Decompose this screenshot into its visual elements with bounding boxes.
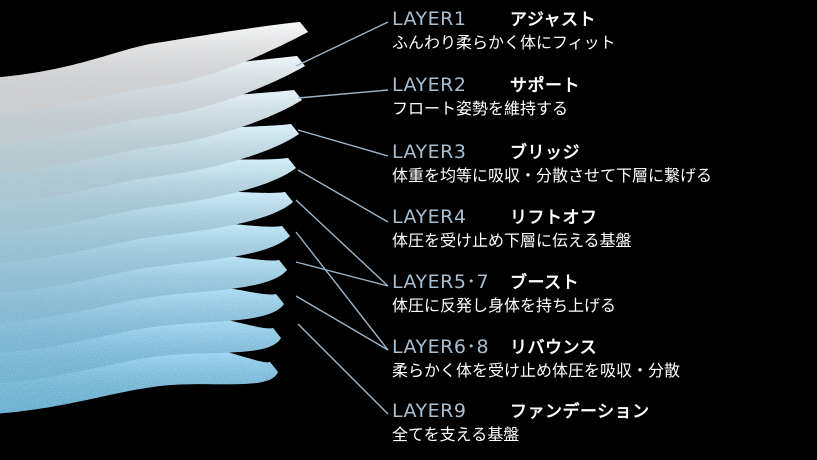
layer-3-description: 体重を均等に吸収・分散させて下層に繋げる <box>392 166 713 185</box>
layer-3-name: LAYER3 <box>392 141 467 163</box>
leader-line <box>297 129 389 157</box>
layer-3-label: LAYER3 ブリッジ 体重を均等に吸収・分散させて下層に繋げる <box>392 141 712 187</box>
leader-line <box>297 169 389 223</box>
layer-4-name: LAYER4 <box>392 206 467 228</box>
layer-2-role: サポート <box>510 76 580 96</box>
layer-9-description: 全てを支える基盤 <box>392 425 520 444</box>
layer-5-7-description: 体圧に反発し身体を持ち上げる <box>392 296 617 315</box>
foam-layer-shading <box>0 221 290 294</box>
layer-6-8-description: 柔らかく体を受け止め体圧を吸収・分散 <box>392 361 681 380</box>
layer-4-description: 体圧を受け止め下層に伝える基盤 <box>392 231 632 250</box>
layer-9-name: LAYER9 <box>392 400 467 422</box>
leader-line <box>295 295 389 351</box>
foam-layer-shading <box>0 124 299 204</box>
foam-layer-shading <box>0 190 293 264</box>
layer-6-8-name: LAYER6･8 <box>392 336 490 358</box>
layer-5-7-name: LAYER5･7 <box>392 271 490 293</box>
layer-2-description: フロート姿勢を維持する <box>392 99 569 118</box>
foam-layer-shading <box>0 312 281 384</box>
leader-line <box>297 323 389 415</box>
layer-2-label: LAYER2 サポート フロート姿勢を維持する <box>392 74 580 120</box>
layer-5-7-label: LAYER5･7 ブースト 体圧に反発し身体を持ち上げる <box>392 271 616 317</box>
foam-layer-shading <box>0 251 287 324</box>
layer-4-label: LAYER4 リフトオフ 体圧を受け止め下層に伝える基盤 <box>392 206 632 252</box>
leader-line <box>295 21 389 67</box>
layer-1-label: LAYER1 アジャスト ふんわり柔らかく体にフィット <box>392 8 616 54</box>
layer-6-8-label: LAYER6･8 リバウンス 柔らかく体を受け止め体圧を吸収・分散 <box>392 336 680 382</box>
foam-layer-shading <box>0 282 284 354</box>
layer-6-8-role: リバウンス <box>510 338 598 358</box>
foam-layer-shading <box>0 22 308 114</box>
leader-line <box>297 89 389 99</box>
layer-2-name: LAYER2 <box>392 74 467 96</box>
layer-1-description: ふんわり柔らかく体にフィット <box>392 33 616 52</box>
leader-line <box>295 231 389 351</box>
layer-5-7-role: ブースト <box>510 273 580 293</box>
foam-layer-shading <box>0 158 296 234</box>
layer-4-role: リフトオフ <box>510 208 598 228</box>
layer-1-role: アジャスト <box>510 10 596 30</box>
foam-layer-shading <box>0 56 305 144</box>
leader-line <box>295 199 389 287</box>
foam-layer-shading <box>0 342 278 414</box>
layer-3-role: ブリッジ <box>510 143 580 163</box>
layer-9-label: LAYER9 ファンデーション 全てを支える基盤 <box>392 400 650 446</box>
layer-1-name: LAYER1 <box>392 8 467 30</box>
foam-layer-shading <box>0 90 302 174</box>
layer-9-role: ファンデーション <box>510 402 650 422</box>
leader-line <box>295 261 389 287</box>
